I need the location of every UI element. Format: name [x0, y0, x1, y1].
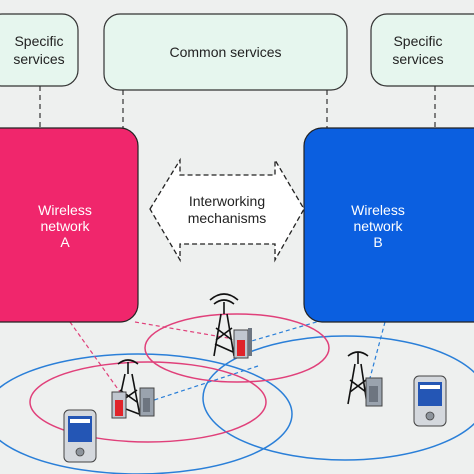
interworking-mechanisms-label: Interworking mechanisms [187, 193, 267, 226]
coverage-blue-left [0, 353, 293, 474]
pda-device-icon [413, 375, 447, 427]
wireless-network-b-box [303, 127, 474, 323]
common-services-label: Common services [169, 44, 282, 60]
wireless-network-a-box [0, 127, 139, 323]
base-station-icon [233, 328, 252, 359]
specific-services-right-box [370, 13, 474, 87]
service-links [39, 86, 436, 128]
interworking-arrow [149, 157, 305, 263]
base-station-icon [365, 377, 383, 407]
antenna-tower-icon [209, 293, 239, 357]
coverage-blue-right [202, 335, 474, 461]
specific-services-left-box [0, 13, 79, 87]
coverage-pink-center [144, 313, 330, 383]
base-station-icon [111, 387, 155, 419]
wireless-network-b-label: Wireless network B [351, 202, 405, 250]
specific-services-right-label: Specific services [392, 33, 444, 67]
antenna-tower-icon [347, 351, 369, 405]
common-services-box [103, 13, 348, 91]
pda-device-icon [63, 409, 97, 463]
wireless-network-a-label: Wireless network A [38, 202, 92, 250]
coverage-pink-left [29, 361, 267, 443]
network-links [69, 317, 386, 403]
specific-services-left-label: Specific services [13, 33, 65, 67]
